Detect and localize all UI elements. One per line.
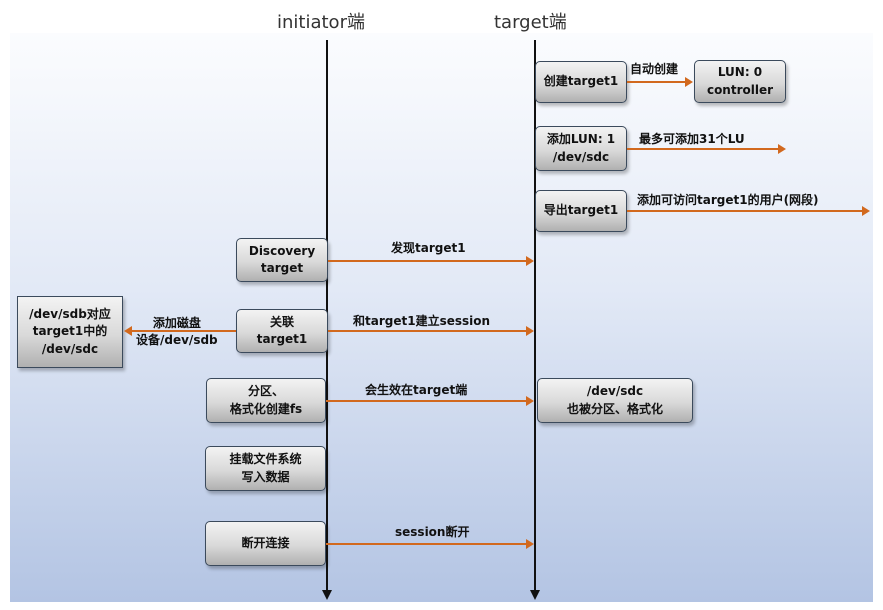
max-lu-arrow xyxy=(627,144,786,154)
add-disk-label: 添加磁盘 设备/dev/sdb xyxy=(136,316,218,348)
add-access-arrow xyxy=(627,206,870,216)
lane-title-target: target端 xyxy=(494,12,567,33)
lun-controller-box: LUN: 0 controller xyxy=(694,60,786,103)
session-close-label: session断开 xyxy=(395,525,470,539)
disconnect-box: 断开连接 xyxy=(205,521,326,566)
associate-box: 关联 target1 xyxy=(236,309,328,353)
take-effect-label: 会生效在target端 xyxy=(365,383,468,397)
establish-session-arrow xyxy=(328,326,534,336)
add-lun-box: 添加LUN: 1 /dev/sdc xyxy=(535,126,627,171)
target-lifeline-arrowhead xyxy=(530,590,540,600)
session-close-arrow xyxy=(326,539,534,549)
discovery-box: Discovery target xyxy=(236,238,328,282)
discover-target-arrow xyxy=(328,256,534,266)
mount-write-box: 挂载文件系统 写入数据 xyxy=(205,446,326,491)
sdc-partitioned-box: /dev/sdc 也被分区、格式化 xyxy=(537,378,693,423)
sdb-mapping-box: /dev/sdb对应 target1中的 /dev/sdc xyxy=(17,296,123,368)
diagram-canvas xyxy=(10,33,873,602)
discover-target-label: 发现target1 xyxy=(391,241,466,255)
initiator-lifeline-arrowhead xyxy=(322,590,332,600)
lane-title-initiator: initiator端 xyxy=(277,12,365,33)
max-lu-label: 最多可添加31个LU xyxy=(639,132,745,146)
take-effect-arrow xyxy=(326,396,534,406)
create-target-box: 创建target1 xyxy=(535,61,627,103)
target-lifeline xyxy=(534,40,536,592)
export-target-box: 导出target1 xyxy=(535,190,627,232)
add-access-label: 添加可访问target1的用户(网段) xyxy=(637,193,819,207)
partition-box: 分区、 格式化创建fs xyxy=(206,378,326,423)
add-disk-arrow xyxy=(124,326,236,336)
auto-create-label: 自动创建 xyxy=(630,62,679,76)
establish-session-label: 和target1建立session xyxy=(353,314,491,328)
auto-create-arrow xyxy=(627,77,693,87)
